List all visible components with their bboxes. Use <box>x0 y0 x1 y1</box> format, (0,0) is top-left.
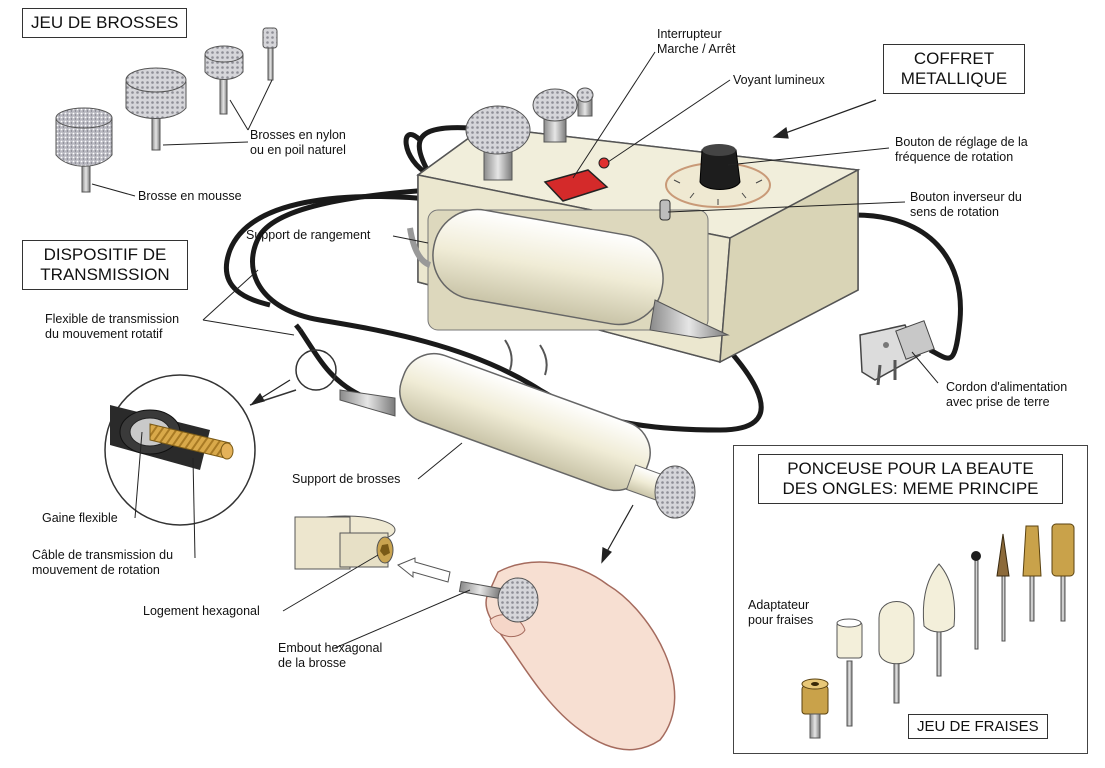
label-bit-adapter-line1: Adaptateur <box>748 598 810 612</box>
title-sander: PONCEUSE POUR LA BEAUTE DES ONGLES: MEME… <box>758 454 1063 504</box>
bit-adapter <box>801 678 829 739</box>
label-reverse-switch: Bouton inverseur du sens de rotation <box>910 190 1022 220</box>
title-metal-case-line1: COFFRET <box>913 49 995 68</box>
case-mounted-brushes <box>465 87 594 181</box>
label-drive-cable-line1: Câble de transmission du <box>32 548 174 562</box>
title-metal-case-line2: METALLIQUE <box>900 69 1008 88</box>
foam-brush <box>55 107 113 129</box>
label-reverse-switch-line1: Bouton inverseur du <box>910 190 1022 204</box>
label-foam-brush: Brosse en mousse <box>138 189 242 203</box>
label-hex-tip: Embout hexagonal de la brosse <box>278 641 382 671</box>
hex-socket-part <box>294 515 396 570</box>
label-speed-knob-line2: fréquence de rotation <box>895 150 1014 164</box>
indicator-light <box>598 157 610 169</box>
label-switch-line2: Marche / Arrêt <box>657 42 736 56</box>
label-switch-line1: Interrupteur <box>657 27 722 41</box>
bit-ball <box>971 551 981 650</box>
label-hex-socket: Logement hexagonal <box>143 604 260 618</box>
bit-barrel <box>878 601 915 704</box>
title-brushes-set: JEU DE BROSSES <box>22 8 188 38</box>
label-drive-cable: Câble de transmission du mouvement de ro… <box>32 548 173 578</box>
label-power-cord-line1: Cordon d'alimentation <box>946 380 1068 394</box>
label-brush-holder: Support de brosses <box>292 472 401 486</box>
label-speed-knob: Bouton de réglage de la fréquence de rot… <box>895 135 1028 165</box>
nylon-brush-medium <box>204 45 244 63</box>
label-flexible-cable-line2: du mouvement rotatif <box>45 327 163 341</box>
title-transmission-line1: DISPOSITIF DE <box>43 245 167 264</box>
bits-set-illustration <box>801 523 1075 739</box>
label-speed-knob-line1: Bouton de réglage de la <box>895 135 1028 149</box>
flexible-cable-main <box>250 187 764 433</box>
nail-sander-panel: PONCEUSE POUR LA BEAUTE DES ONGLES: MEME… <box>733 445 1088 754</box>
label-drive-cable-line2: mouvement de rotation <box>32 563 160 577</box>
cable-cross-section <box>110 405 234 470</box>
title-sander-line1: PONCEUSE POUR LA BEAUTE <box>787 459 1034 478</box>
label-nylon-brushes-line2: ou en poil naturel <box>250 143 346 157</box>
title-bits-set: JEU DE FRAISES <box>908 714 1048 739</box>
power-plug <box>859 320 935 386</box>
title-metal-case: COFFRET METALLIQUE <box>883 44 1025 94</box>
label-storage-support: Support de rangement <box>246 228 371 242</box>
label-switch: Interrupteur Marche / Arrêt <box>657 27 736 57</box>
label-flexible-sheath: Gaine flexible <box>42 511 118 525</box>
leader-lines <box>91 51 939 681</box>
bit-cone <box>922 563 956 677</box>
label-power-cord: Cordon d'alimentation avec prise de terr… <box>946 380 1067 410</box>
label-indicator-light: Voyant lumineux <box>733 73 825 87</box>
bit-tapered <box>1022 525 1042 622</box>
stored-handpiece <box>432 208 730 339</box>
label-nylon-brushes-line1: Brosses en nylon <box>250 128 346 142</box>
title-sander-line2: DES ONGLES: MEME PRINCIPE <box>782 479 1039 498</box>
reverse-toggle <box>659 199 671 221</box>
handpiece-brush <box>654 465 696 519</box>
pointer-arrows <box>250 99 877 564</box>
on-off-switch <box>543 169 609 202</box>
power-cable <box>854 212 963 361</box>
title-transmission-line2: TRANSMISSION <box>40 265 170 284</box>
label-hex-tip-line1: Embout hexagonal <box>278 641 383 655</box>
label-flexible-cable-line1: Flexible de transmission <box>45 312 180 326</box>
speed-knob <box>699 149 741 190</box>
label-power-cord-line2: avec prise de terre <box>946 395 1050 409</box>
title-transmission: DISPOSITIF DE TRANSMISSION <box>22 240 188 290</box>
nylon-brush-small <box>262 27 278 49</box>
hand-with-brush <box>458 561 676 751</box>
label-hex-tip-line2: de la brosse <box>278 656 347 670</box>
brush-holder-handpiece <box>339 352 696 519</box>
bit-tall-cylinder <box>1051 523 1075 622</box>
nylon-brush-large <box>125 67 187 93</box>
bit-cylinder <box>836 618 863 727</box>
label-bit-adapter: Adaptateur pour fraises <box>748 598 813 628</box>
label-reverse-switch-line2: sens de rotation <box>910 205 999 219</box>
label-nylon-brushes: Brosses en nylon ou en poil naturel <box>250 128 346 158</box>
label-bit-adapter-line2: pour fraises <box>748 613 814 627</box>
bit-small-cone <box>996 533 1010 642</box>
brushes-set <box>55 27 278 193</box>
label-flexible-cable: Flexible de transmission du mouvement ro… <box>45 312 179 342</box>
